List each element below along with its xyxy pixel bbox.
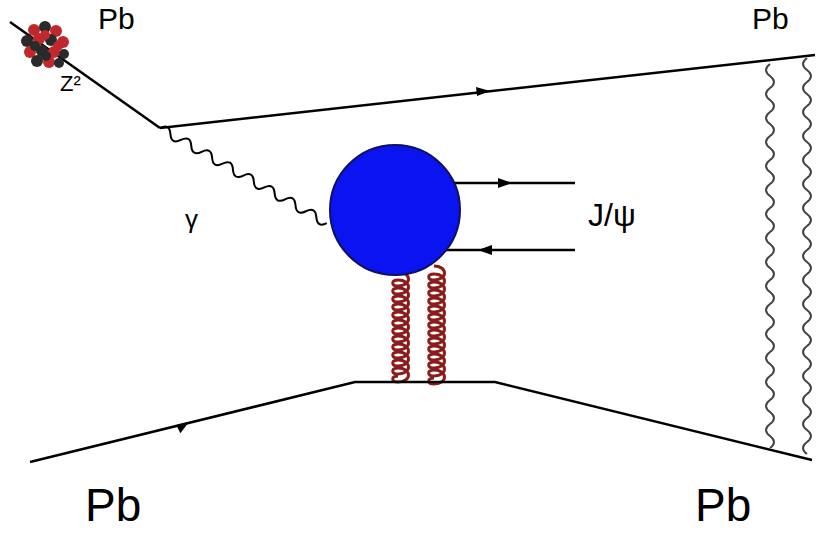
incoming-pb-line [10,22,160,128]
arrowhead [476,87,490,96]
nucleus-label: Pb [752,2,789,35]
meson-label: J/ψ [588,198,636,233]
arrowhead [176,422,191,434]
charge-label: Z² [60,72,81,96]
lower-pb-line [30,382,812,462]
photon-exchange [766,64,774,448]
arrowhead [498,178,512,188]
photon-label: γ [185,205,198,234]
arrowhead [478,245,492,255]
outgoing-pb-line [160,55,815,128]
gluon-line [429,266,445,384]
photon-line [158,124,329,227]
nucleus-label: Pb [98,2,135,35]
nucleus-symbol [21,21,69,68]
nucleus-label: Pb [85,480,141,531]
antiquark-line [445,249,575,252]
gluon-line [393,272,409,382]
photon-exchange [803,58,811,454]
interaction-blob [330,145,460,275]
nucleus-label: Pb [695,480,751,531]
